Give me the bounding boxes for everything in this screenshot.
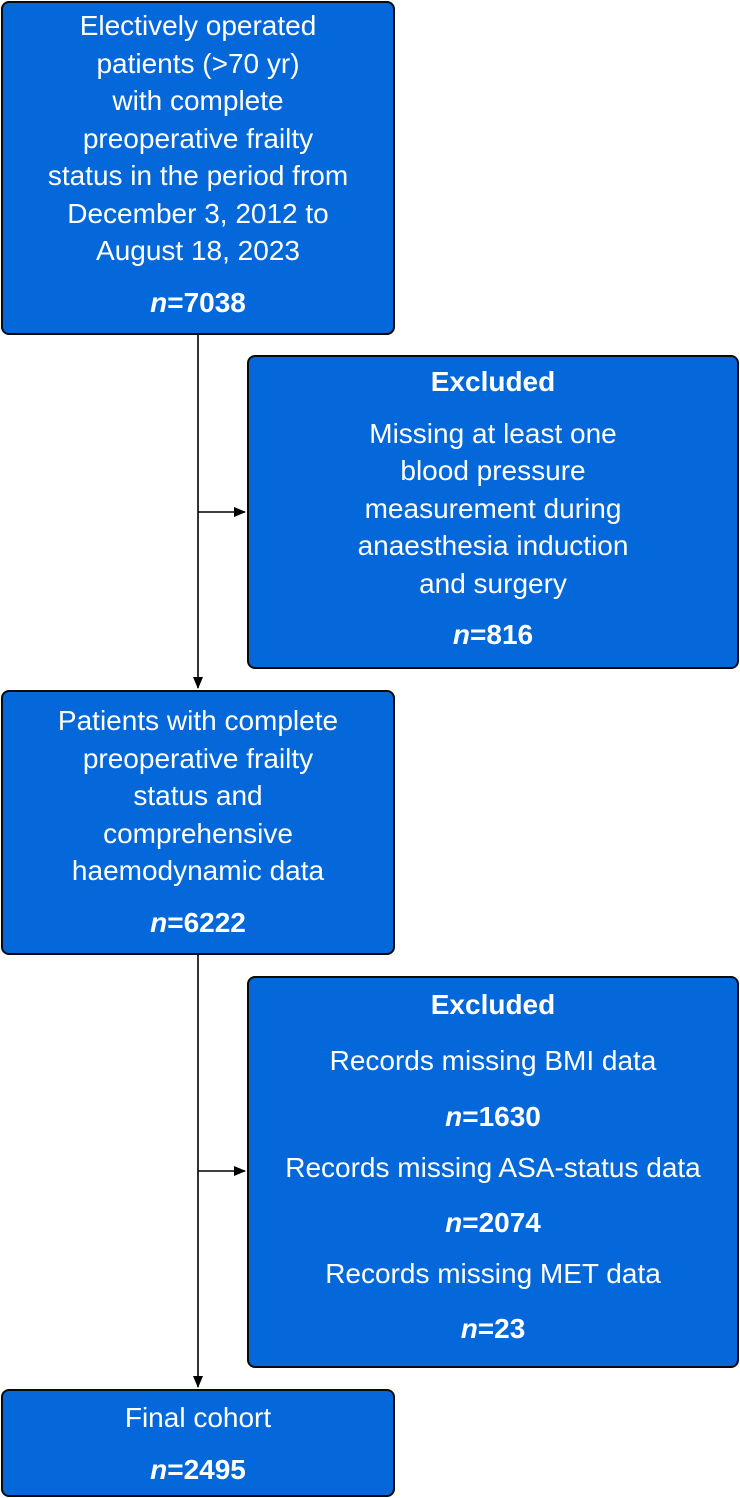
exclusion2-count: n=23 bbox=[249, 1310, 737, 1347]
exclusion2-reason: Records missing MET data bbox=[325, 1258, 661, 1289]
middle-count: n=6222 bbox=[3, 904, 393, 942]
count-value: =6222 bbox=[167, 906, 246, 938]
count-value: =23 bbox=[477, 1313, 526, 1344]
final-box: Final cohort n=2495 bbox=[1, 1389, 395, 1497]
count-value: =1630 bbox=[462, 1101, 541, 1132]
exclusion1-heading: Excluded bbox=[430, 366, 556, 397]
middle-line: preoperative frailty bbox=[82, 742, 314, 774]
middle-line: Patients with complete bbox=[57, 705, 339, 736]
start-line: preoperative frailty bbox=[82, 122, 314, 154]
start-line: patients (>70 yr) bbox=[96, 47, 300, 79]
middle-line: status and bbox=[133, 780, 263, 811]
exclusion2-heading: Excluded bbox=[430, 989, 556, 1020]
start-count: n=7038 bbox=[3, 284, 393, 322]
n-symbol: n bbox=[452, 619, 471, 650]
start-line: with complete bbox=[112, 85, 284, 116]
start-line: Electively operated bbox=[79, 10, 317, 41]
middle-line: comprehensive bbox=[103, 817, 293, 849]
exclusion1-line: anaesthesia induction bbox=[357, 530, 629, 561]
n-symbol: n bbox=[150, 906, 168, 938]
middle-box: Patients with complete preoperative frai… bbox=[1, 690, 395, 955]
n-symbol: n bbox=[150, 286, 168, 318]
exclusion1-line: Missing at least one bbox=[369, 417, 617, 449]
n-symbol: n bbox=[445, 1101, 463, 1132]
exclusion1-count: n=816 bbox=[249, 616, 737, 654]
start-box: Electively operated patients (>70 yr) wi… bbox=[1, 1, 395, 335]
n-symbol: n bbox=[460, 1313, 478, 1344]
exclusion2-reason: Records missing BMI data bbox=[329, 1045, 657, 1076]
middle-line: haemodynamic data bbox=[71, 855, 325, 886]
start-line: status in the period from bbox=[47, 160, 349, 191]
start-line: December 3, 2012 to bbox=[67, 197, 329, 229]
exclusion2-box: Excluded Records missing BMI data n=1630… bbox=[247, 976, 739, 1368]
count-value: =816 bbox=[470, 619, 534, 650]
n-symbol: n bbox=[150, 1453, 168, 1485]
start-line: August 18, 2023 bbox=[96, 235, 300, 266]
final-label: Final cohort bbox=[124, 1402, 272, 1433]
n-symbol: n bbox=[445, 1207, 463, 1238]
exclusion1-line: measurement during bbox=[364, 492, 622, 524]
exclusion1-line: blood pressure bbox=[400, 455, 586, 486]
count-value: =2495 bbox=[167, 1453, 246, 1485]
exclusion2-count: n=1630 bbox=[249, 1098, 737, 1135]
exclusion1-box: Excluded Missing at least one blood pres… bbox=[247, 355, 739, 669]
count-value: =7038 bbox=[167, 286, 246, 318]
exclusion2-count: n=2074 bbox=[249, 1204, 737, 1241]
exclusion2-reason: Records missing ASA-status data bbox=[285, 1152, 701, 1183]
exclusion1-line: and surgery bbox=[419, 567, 567, 599]
count-value: =2074 bbox=[462, 1207, 541, 1238]
final-count: n=2495 bbox=[3, 1451, 393, 1489]
